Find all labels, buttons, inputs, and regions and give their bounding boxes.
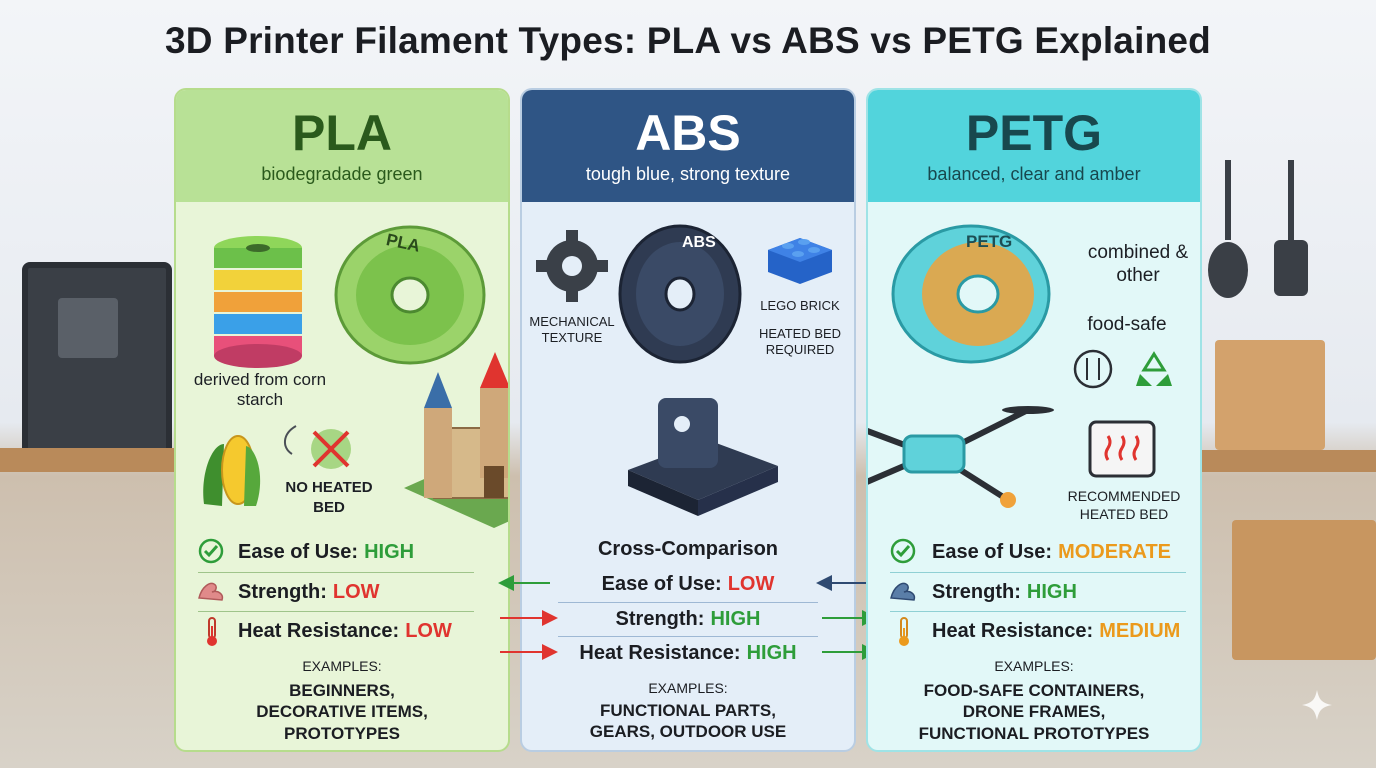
pla-header: PLA biodegradade green: [176, 90, 508, 202]
petg-examples-heading: EXAMPLES:: [994, 658, 1074, 674]
petg-name: PETG: [965, 105, 1103, 161]
abs-header: ABS tough blue, strong texture: [522, 90, 854, 202]
divider: [558, 602, 818, 603]
divider: [558, 636, 818, 637]
lego-brick-icon: [768, 238, 832, 284]
abs-panel: ABS tough blue, strong texture MECHANICA…: [520, 88, 856, 752]
background-3d-printer: [22, 262, 172, 467]
pla-metric-ease: Ease of Use: HIGH: [238, 540, 415, 563]
abs-spool-icon: [618, 224, 742, 364]
pla-metric-heat: Heat Resistance: LOW: [238, 619, 452, 642]
corn-note: derived from corn starch: [193, 370, 327, 410]
pla-examples-heading: EXAMPLES:: [302, 658, 382, 674]
pla-spool-icon: [334, 225, 486, 365]
background-box: [1232, 520, 1376, 660]
abs-metric-ease: Ease of Use: LOW: [601, 572, 775, 595]
pla-subtitle: biodegradade green: [261, 164, 423, 184]
background-spatula-icon: [1274, 160, 1308, 296]
curved-arrow-icon: [284, 425, 297, 455]
petg-panel: PETG balanced, clear and amber PETG comb…: [866, 88, 1202, 752]
petg-spool-label: PETG: [966, 232, 1013, 251]
background-table: [1200, 450, 1376, 472]
corn-icon: [203, 435, 261, 506]
petg-metric-ease: Ease of Use: MODERATE: [932, 540, 1172, 563]
thermometer-icon: [207, 617, 217, 646]
castle-icon: [404, 352, 508, 528]
drone-icon: [868, 406, 1054, 508]
background-box: [1215, 340, 1325, 450]
petg-subtitle: balanced, clear and amber: [927, 164, 1141, 184]
page-title: 3D Printer Filament Types: PLA vs ABS vs…: [165, 20, 1211, 61]
sparkle-icon: [1302, 690, 1332, 720]
muscle-arm-icon: [890, 582, 916, 601]
combined-note: combined & other: [1087, 242, 1189, 286]
background-table: [0, 448, 180, 472]
divider: [890, 611, 1186, 612]
petg-bed-note: RECOMMENDED HEATED BED: [1067, 488, 1181, 522]
petg-header: PETG balanced, clear and amber: [868, 90, 1200, 202]
abs-subtitle: tough blue, strong texture: [585, 164, 791, 184]
abs-spool-label: ABS: [682, 234, 716, 251]
pla-panel: PLA biodegradade green PLA derived from …: [174, 88, 510, 752]
divider: [198, 611, 474, 612]
comparison-heading: Cross-Comparison: [597, 538, 779, 560]
gear-icon: [536, 230, 608, 302]
food-note: food-safe: [1087, 314, 1167, 335]
background-pan-icon: [1208, 160, 1248, 298]
comparison-arrows: [498, 575, 878, 660]
thermometer-icon: [899, 617, 909, 646]
no-heat-icon: [311, 429, 351, 469]
muscle-arm-icon: [198, 582, 224, 601]
pla-metric-strength: Strength: LOW: [238, 580, 380, 603]
recycle-icon: [1136, 351, 1172, 386]
check-circle-icon: [890, 538, 916, 564]
abs-metric-strength: Strength: HIGH: [615, 607, 761, 630]
petg-spool-icon: [891, 224, 1051, 364]
abs-metric-heat: Heat Resistance: HIGH: [579, 641, 797, 664]
food-safe-icon: [1073, 349, 1113, 389]
petg-examples: FOOD-SAFE CONTAINERS, DRONE FRAMES, FUNC…: [918, 681, 1150, 743]
pla-name: PLA: [292, 105, 392, 161]
stacked-spools-icon: [214, 236, 302, 368]
divider: [890, 572, 1186, 573]
abs-examples: FUNCTIONAL PARTS, GEARS, OUTDOOR USE: [589, 701, 787, 742]
pla-examples: BEGINNERS, DECORATIVE ITEMS, PROTOTYPES: [256, 681, 428, 743]
abs-examples-heading: EXAMPLES:: [648, 680, 728, 696]
gear-note: MECHANICAL TEXTURE: [529, 314, 615, 346]
bracket-part-icon: [628, 398, 778, 516]
abs-name: ABS: [635, 105, 741, 161]
petg-metric-heat: Heat Resistance: MEDIUM: [932, 619, 1181, 642]
pla-bed-note: NO HEATED BED: [285, 479, 373, 516]
petg-metric-strength: Strength: HIGH: [932, 580, 1077, 603]
abs-bed-note: HEATED BED REQUIRED: [758, 326, 842, 358]
check-circle-icon: [198, 538, 224, 564]
divider: [198, 572, 474, 573]
lego-note: LEGO BRICK: [760, 298, 840, 313]
heated-bed-icon: [1088, 420, 1156, 478]
